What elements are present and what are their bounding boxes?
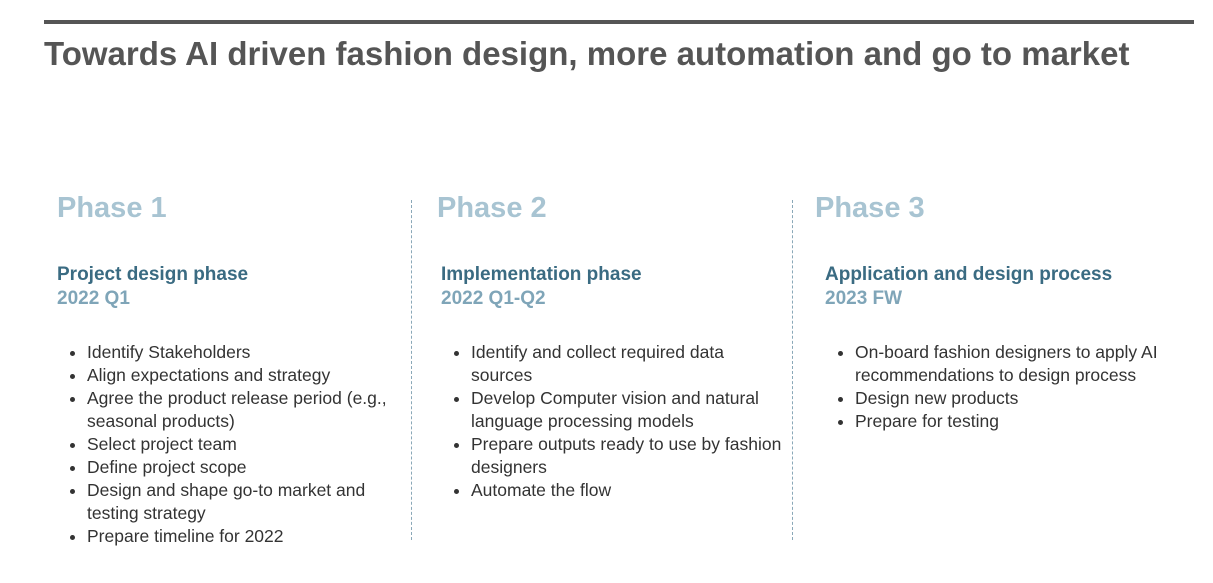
phase-items: On-board fashion designers to apply AI r… — [815, 341, 1195, 433]
list-item: Design and shape go-to market and testin… — [87, 479, 397, 525]
slide-title: Towards AI driven fashion design, more a… — [44, 35, 1130, 72]
list-item: Prepare timeline for 2022 — [87, 525, 397, 548]
phase-label: Phase 2 — [437, 192, 547, 224]
list-item: Define project scope — [87, 456, 397, 479]
list-item: Prepare outputs ready to use by fashion … — [471, 433, 787, 479]
phase-date: 2022 Q1-Q2 — [441, 288, 546, 309]
phase-name: Implementation phase — [441, 264, 642, 285]
list-item: On-board fashion designers to apply AI r… — [855, 341, 1195, 387]
list-item: Identify and collect required data sourc… — [471, 341, 787, 387]
list-item: Design new products — [855, 387, 1195, 410]
list-item: Align expectations and strategy — [87, 364, 397, 387]
phase-3-column: Phase 3 Application and design process 2… — [815, 192, 1195, 433]
phase-1-column: Phase 1 Project design phase 2022 Q1 Ide… — [57, 192, 397, 548]
phase-date: 2022 Q1 — [57, 288, 130, 309]
column-divider — [792, 200, 793, 540]
phase-2-column: Phase 2 Implementation phase 2022 Q1-Q2 … — [437, 192, 787, 502]
phase-name: Application and design process — [825, 264, 1113, 285]
phase-label: Phase 1 — [57, 192, 167, 224]
phase-name: Project design phase — [57, 264, 249, 285]
list-item: Develop Computer vision and natural lang… — [471, 387, 787, 433]
title-rule — [44, 20, 1194, 24]
phase-items: Identify Stakeholders Align expectations… — [57, 341, 397, 548]
list-item: Automate the flow — [471, 479, 787, 502]
phase-date: 2023 FW — [825, 288, 903, 309]
list-item: Identify Stakeholders — [87, 341, 397, 364]
phase-label: Phase 3 — [815, 192, 925, 224]
list-item: Agree the product release period (e.g., … — [87, 387, 397, 433]
column-divider — [411, 200, 412, 540]
phase-items: Identify and collect required data sourc… — [437, 341, 787, 502]
list-item: Select project team — [87, 433, 397, 456]
list-item: Prepare for testing — [855, 410, 1195, 433]
